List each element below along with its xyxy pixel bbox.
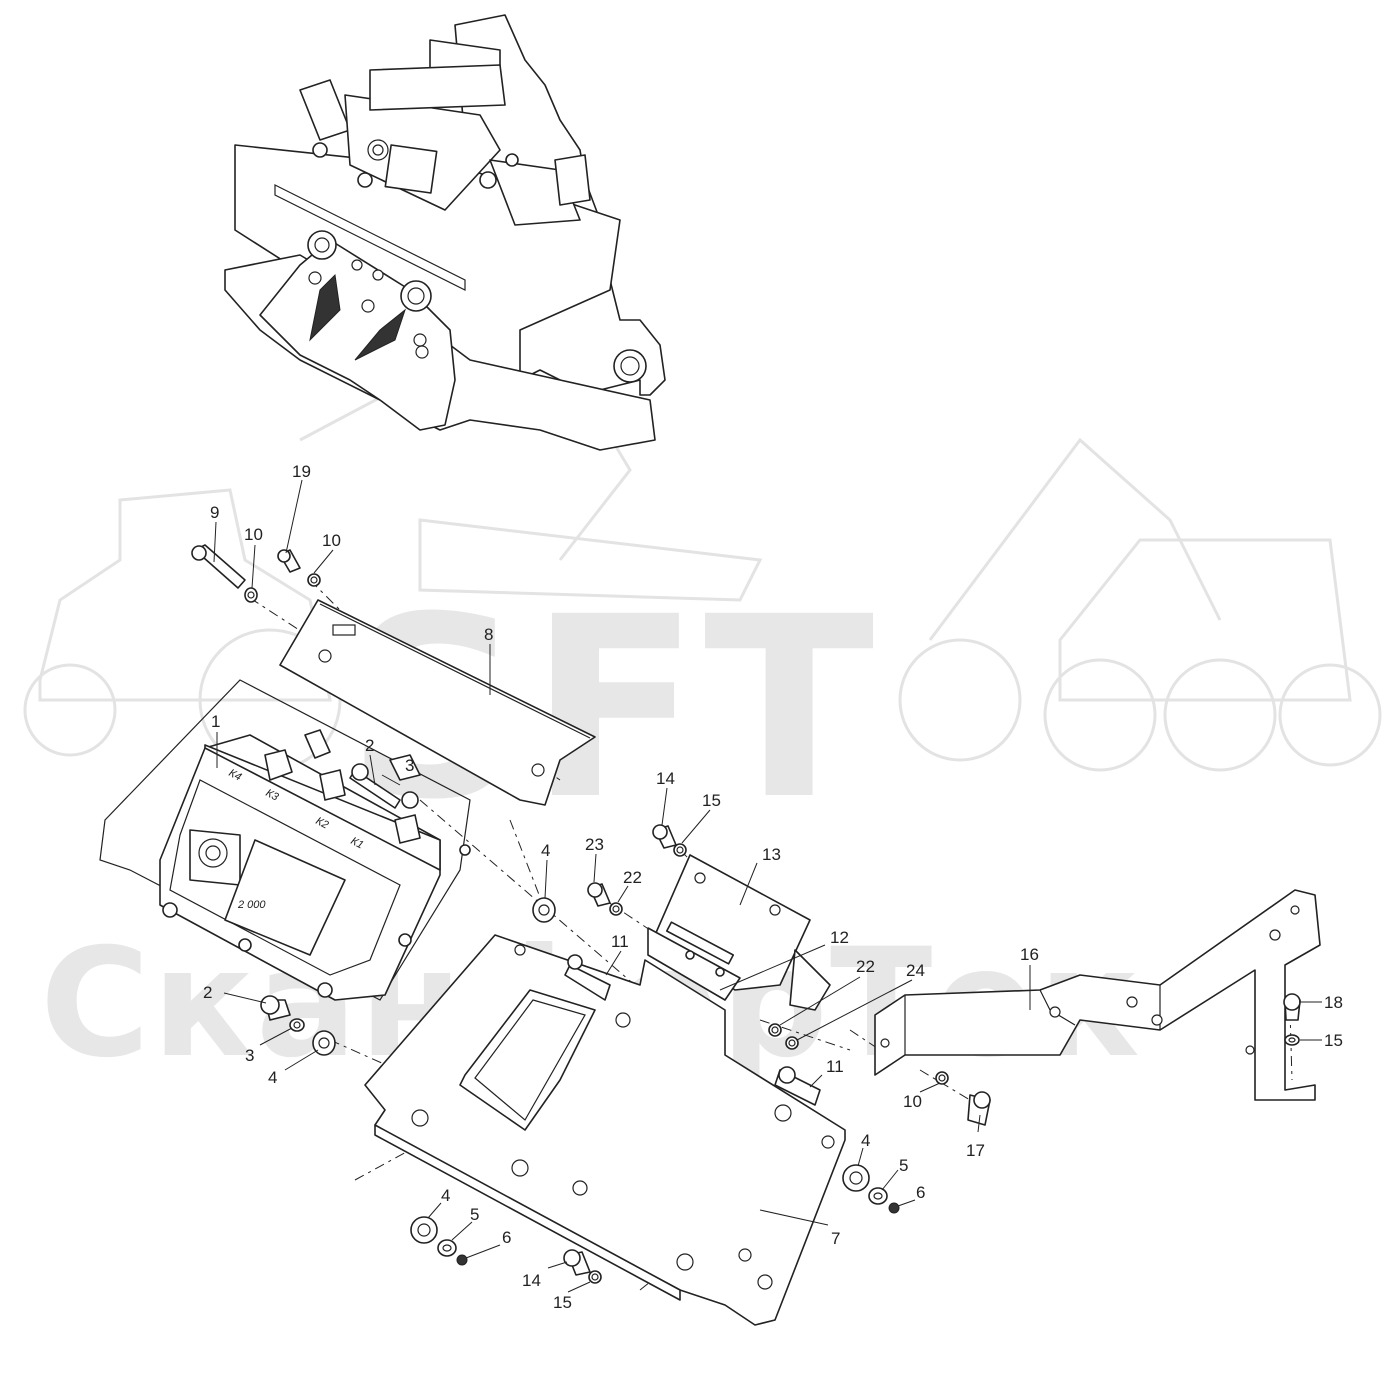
callout-15: 15	[1324, 1031, 1343, 1050]
callout-4: 4	[861, 1131, 870, 1150]
callout-8: 8	[484, 625, 493, 644]
leader-lines	[213, 479, 1322, 1293]
callout-7: 7	[831, 1229, 840, 1248]
cover-plate-part-8	[279, 599, 596, 806]
callout-14: 14	[656, 769, 675, 788]
callout-2: 2	[203, 983, 212, 1002]
callout-6: 6	[916, 1183, 925, 1202]
watermark-loader-right-icon	[898, 437, 1382, 772]
callout-23: 23	[585, 835, 604, 854]
module-mark-k3: К3	[264, 787, 282, 804]
callout-3: 3	[245, 1046, 254, 1065]
callout-10: 10	[244, 525, 263, 544]
hardware	[191, 544, 1301, 1284]
callout-17: 17	[966, 1141, 985, 1160]
callout-11: 11	[611, 932, 629, 951]
callout-12: 12	[830, 928, 849, 947]
callout-3: 3	[405, 756, 414, 775]
callout-22: 22	[856, 957, 875, 976]
callout-4: 4	[441, 1186, 450, 1205]
mounting-plate-part-7	[364, 934, 846, 1326]
callout-2: 2	[365, 736, 374, 755]
module-plate-text: 2 000	[237, 899, 266, 911]
callout-4: 4	[268, 1068, 277, 1087]
callout-10: 10	[903, 1092, 922, 1111]
watermark-tractor-left-icon	[23, 488, 342, 772]
callout-5: 5	[470, 1205, 479, 1224]
callout-4: 4	[541, 841, 550, 860]
callout-18: 18	[1324, 993, 1343, 1012]
module-mark-k2: К2	[314, 815, 331, 832]
callout-15: 15	[702, 791, 721, 810]
bracket-part-16	[874, 889, 1321, 1101]
callout-15: 15	[553, 1293, 572, 1312]
callout-11: 11	[826, 1057, 844, 1076]
callout-24: 24	[906, 961, 925, 980]
hinged-plate-part-13	[647, 854, 831, 1011]
callout-19: 19	[292, 462, 311, 481]
module-mark-k4: К4	[227, 767, 244, 784]
callout-16: 16	[1020, 945, 1039, 964]
reference-assembly	[224, 14, 666, 451]
callout-14: 14	[522, 1271, 541, 1290]
callout-13: 13	[762, 845, 781, 864]
callouts: 19 9 10 10 8 1 2 3 4 14 15 13 23 22 11 1…	[203, 462, 1343, 1312]
callout-1: 1	[211, 712, 220, 731]
callout-6: 6	[502, 1228, 511, 1247]
callout-22: 22	[623, 868, 642, 887]
callout-9: 9	[210, 503, 219, 522]
callout-5: 5	[899, 1156, 908, 1175]
module-mark-k1: К1	[349, 835, 366, 852]
callout-10: 10	[322, 531, 341, 550]
electronic-module-part-1: 2 000 К4 К3 К2 К1	[99, 679, 471, 1001]
